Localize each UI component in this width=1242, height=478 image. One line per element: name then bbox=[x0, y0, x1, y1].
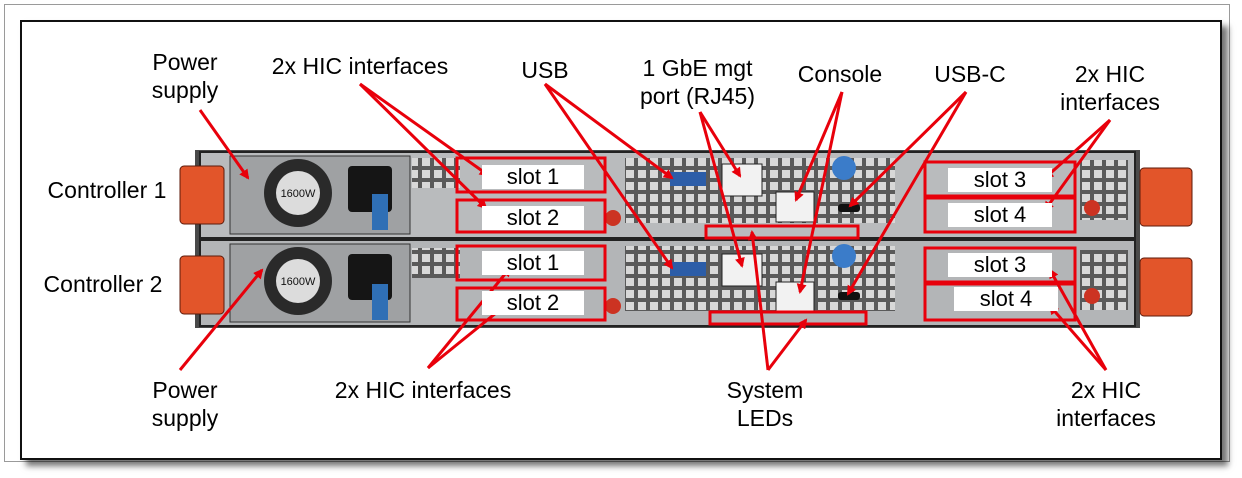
system-leds-label: System LEDs bbox=[710, 376, 820, 432]
controller-1-label: Controller 1 bbox=[47, 177, 167, 203]
usb-c-label: USB-C bbox=[934, 61, 1006, 87]
label-line: 2x HIC bbox=[1074, 61, 1146, 87]
psu-rating: 1600W bbox=[281, 276, 316, 288]
callout-arrows bbox=[178, 82, 1112, 371]
psu-rating: 1600W bbox=[281, 188, 316, 200]
label-line: LEDs bbox=[736, 405, 794, 431]
mgmt-port-label: 1 GbE mgt port (RJ45) bbox=[625, 54, 770, 110]
label-line: port (RJ45) bbox=[639, 83, 756, 109]
hic-label-top-left: 2x HIC interfaces bbox=[271, 53, 449, 79]
slot-label: slot 3 bbox=[948, 168, 1052, 192]
hic-label-top-right: 2x HIC interfaces bbox=[1040, 60, 1180, 116]
usb-c-port-icon bbox=[838, 204, 860, 212]
slot-label: slot 1 bbox=[482, 165, 584, 189]
slot-label: slot 2 bbox=[482, 206, 584, 230]
controller-2-label: Controller 2 bbox=[43, 271, 163, 297]
slot-label: slot 3 bbox=[948, 253, 1052, 277]
usb-port-icon bbox=[670, 172, 706, 186]
power-supply-label-top: Power supply bbox=[140, 48, 230, 104]
label-line: interfaces bbox=[1056, 405, 1156, 431]
label-line: interfaces bbox=[1060, 89, 1160, 115]
label-line: Power bbox=[152, 377, 218, 403]
slot-label: slot 4 bbox=[948, 203, 1052, 227]
slot-label: slot 2 bbox=[482, 291, 584, 315]
console-label: Console bbox=[797, 61, 883, 87]
rj45-port-icon bbox=[721, 163, 763, 197]
hic-label-bottom-right: 2x HIC interfaces bbox=[1036, 376, 1176, 432]
power-supply-label-bottom: Power supply bbox=[140, 376, 230, 432]
slot-label: slot 1 bbox=[482, 251, 584, 275]
handles bbox=[179, 165, 1193, 317]
callout-boxes bbox=[455, 156, 1077, 326]
usb-port-icon bbox=[670, 262, 706, 276]
label-line: supply bbox=[151, 405, 219, 431]
label-line: Power bbox=[152, 49, 218, 75]
rj45-port-icon bbox=[775, 281, 815, 313]
rj45-port-icon bbox=[775, 191, 815, 223]
slot-label: slot 4 bbox=[954, 287, 1058, 311]
power-supply-units bbox=[229, 155, 411, 323]
label-line: 1 GbE mgt bbox=[642, 55, 753, 81]
hic-label-bottom-left: 2x HIC interfaces bbox=[334, 377, 512, 403]
ports bbox=[605, 156, 1100, 314]
label-line: supply bbox=[151, 77, 219, 103]
label-line: System bbox=[726, 377, 804, 403]
usb-label: USB bbox=[521, 57, 569, 83]
label-line: 2x HIC bbox=[1070, 377, 1142, 403]
